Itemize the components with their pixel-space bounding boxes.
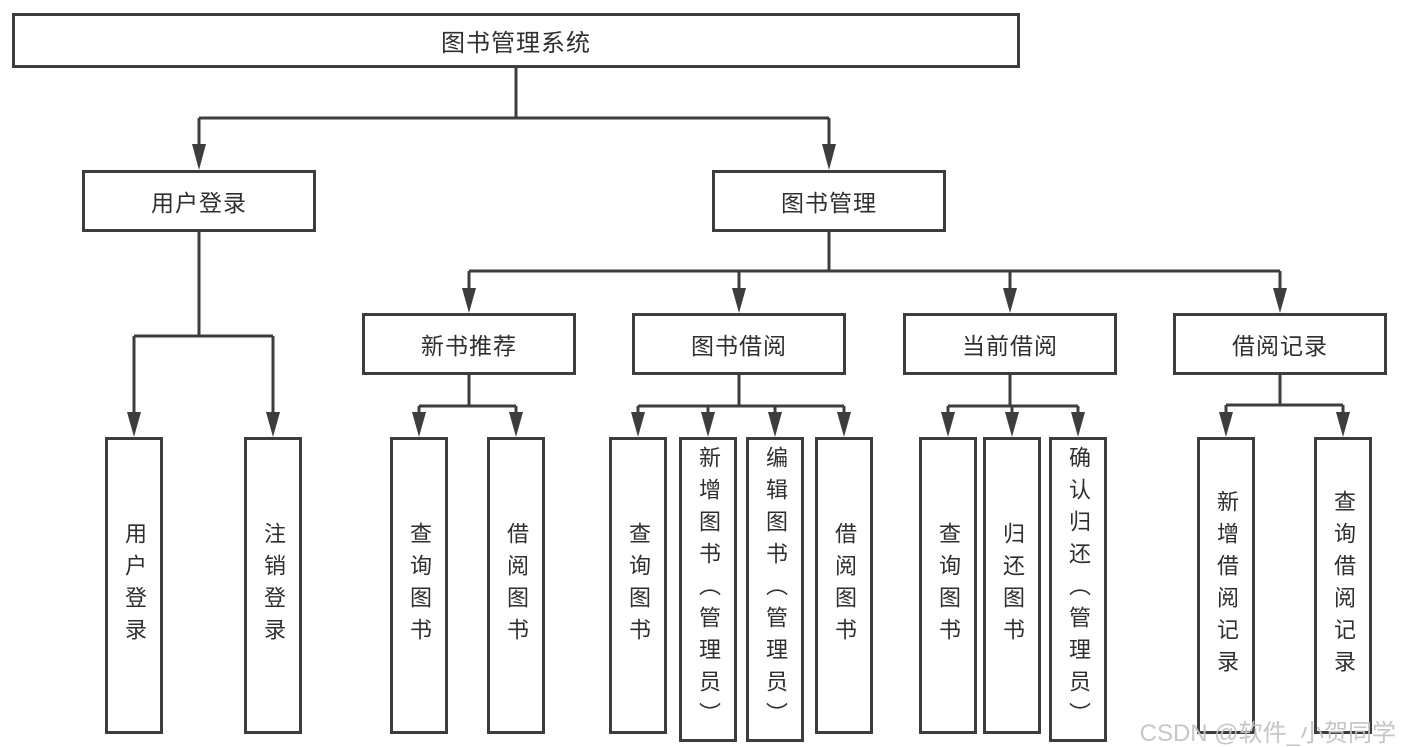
node-book-borrow-label: 图书借阅 bbox=[691, 333, 787, 359]
node-book-borrow: 图书借阅 bbox=[632, 313, 846, 375]
leaf-current-query-label: 查询图书 bbox=[936, 521, 961, 650]
node-book-manage: 图书管理 bbox=[712, 170, 946, 232]
connector-newbooks-to-leaves bbox=[412, 375, 523, 437]
node-new-books-label: 新书推荐 bbox=[421, 333, 517, 359]
leaf-current-query: 查询图书 bbox=[919, 437, 977, 734]
leaf-borrow-edit-label: 编辑图书（管理员） bbox=[763, 445, 788, 734]
leaf-user-login-label: 用户登录 bbox=[122, 521, 147, 650]
leaf-borrow-query: 查询图书 bbox=[609, 437, 667, 734]
connector-records-to-leaves bbox=[1219, 375, 1350, 437]
node-root-label: 图书管理系统 bbox=[441, 30, 591, 57]
leaf-logout: 注销登录 bbox=[244, 437, 302, 734]
leaf-current-return: 归还图书 bbox=[983, 437, 1041, 734]
leaf-borrow-borrow-label: 借阅图书 bbox=[832, 521, 857, 650]
leaf-records-add: 新增借阅记录 bbox=[1197, 437, 1255, 734]
node-current-borrow: 当前借阅 bbox=[903, 313, 1117, 375]
leaf-current-return-label: 归还图书 bbox=[1000, 521, 1025, 650]
connector-bookmanage-to-level3 bbox=[462, 232, 1287, 313]
leaf-borrow-add: 新增图书（管理员） bbox=[679, 437, 737, 742]
connector-userlogin-to-leaves bbox=[127, 232, 280, 437]
leaf-newbooks-query: 查询图书 bbox=[390, 437, 448, 734]
leaf-borrow-edit: 编辑图书（管理员） bbox=[746, 437, 804, 742]
leaf-newbooks-borrow: 借阅图书 bbox=[487, 437, 545, 734]
connector-currentborrow-to-leaves bbox=[941, 375, 1085, 437]
leaf-logout-label: 注销登录 bbox=[261, 521, 286, 650]
connector-bookborrow-to-leaves bbox=[631, 375, 851, 437]
leaf-current-confirm: 确认归还（管理员） bbox=[1049, 437, 1107, 742]
leaf-newbooks-borrow-label: 借阅图书 bbox=[504, 521, 529, 650]
leaf-borrow-query-label: 查询图书 bbox=[626, 521, 651, 650]
node-new-books: 新书推荐 bbox=[362, 313, 576, 375]
node-borrow-records: 借阅记录 bbox=[1173, 313, 1387, 375]
leaf-records-query-label: 查询借阅记录 bbox=[1331, 489, 1356, 682]
leaf-current-confirm-label: 确认归还（管理员） bbox=[1066, 445, 1091, 734]
leaf-borrow-borrow: 借阅图书 bbox=[815, 437, 873, 734]
leaf-borrow-add-label: 新增图书（管理员） bbox=[696, 445, 721, 734]
node-book-manage-label: 图书管理 bbox=[781, 190, 877, 216]
leaf-user-login: 用户登录 bbox=[105, 437, 163, 734]
leaf-newbooks-query-label: 查询图书 bbox=[407, 521, 432, 650]
node-user-login: 用户登录 bbox=[82, 170, 316, 232]
node-current-borrow-label: 当前借阅 bbox=[962, 333, 1058, 359]
csdn-watermark: CSDN @软件_小贺同学 bbox=[1139, 720, 1396, 747]
node-root-system: 图书管理系统 bbox=[12, 13, 1020, 68]
leaf-records-query: 查询借阅记录 bbox=[1314, 437, 1372, 734]
leaf-records-add-label: 新增借阅记录 bbox=[1214, 489, 1239, 682]
connector-root-to-level2 bbox=[192, 68, 836, 170]
node-user-login-label: 用户登录 bbox=[151, 190, 247, 216]
node-borrow-records-label: 借阅记录 bbox=[1232, 333, 1328, 359]
